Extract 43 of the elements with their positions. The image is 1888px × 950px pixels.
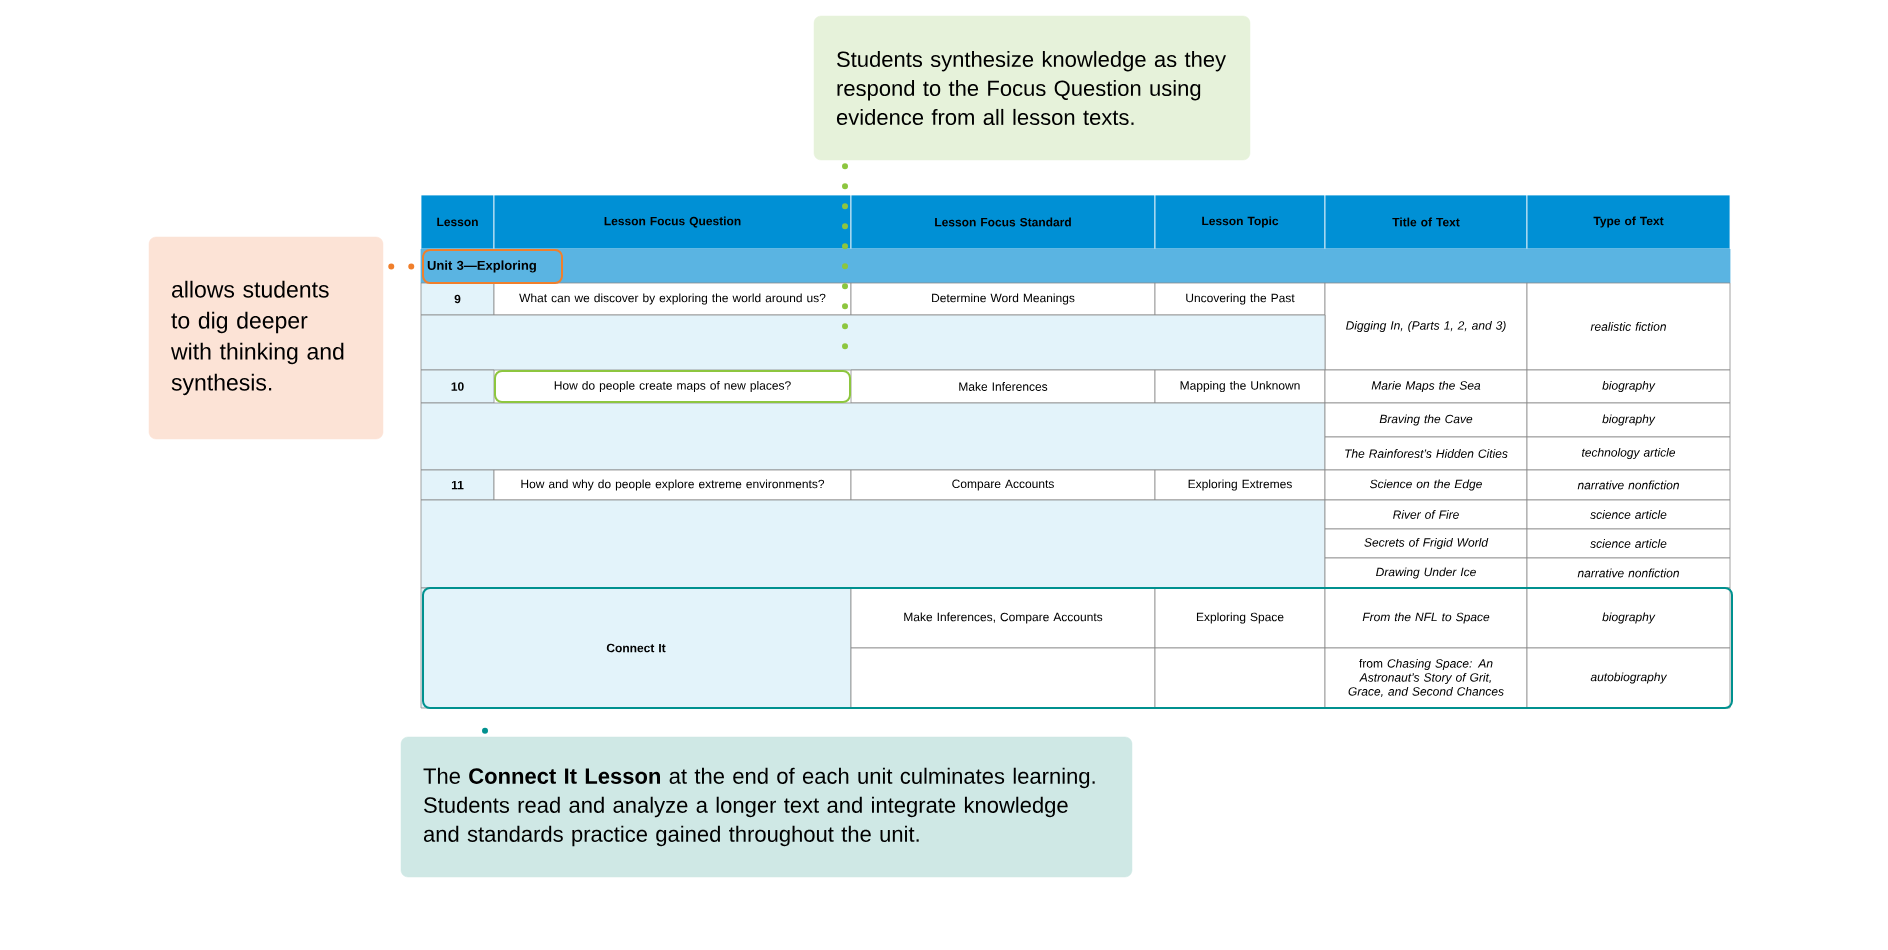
table-cell: narrative nonfiction bbox=[1526, 469, 1731, 501]
table-header-cell: Lesson bbox=[420, 194, 495, 250]
table-header-cell: Title of Text bbox=[1324, 194, 1528, 250]
table-cell: Uncovering the Past bbox=[1154, 282, 1326, 316]
table-cell: River of Fire bbox=[1324, 499, 1528, 530]
table-cell: Exploring Extremes bbox=[1154, 469, 1326, 501]
highlighted-cell: How do people create maps of new places? bbox=[494, 370, 851, 403]
unit-label: Unit 3—Exploring bbox=[422, 249, 563, 284]
table-cell: science article bbox=[1526, 528, 1731, 559]
table-cell: Braving the Cave bbox=[1324, 402, 1528, 438]
table-cell: Make Inferences bbox=[850, 369, 1156, 404]
table-cell: Drawing Under Ice bbox=[1324, 557, 1528, 589]
table-cell: Exploring Space bbox=[1154, 587, 1326, 649]
table-header-cell: Lesson Focus Standard bbox=[850, 194, 1156, 250]
callout-box: Students synthesize knowledge as they respond to the Focus Question using evidence from all lesson texts. bbox=[813, 15, 1251, 161]
table-cell: Marie Maps the Sea bbox=[1324, 369, 1528, 404]
table-cell: 11 bbox=[420, 469, 495, 501]
table-cell: science article bbox=[1526, 499, 1731, 530]
table-cell: Science on the Edge bbox=[1324, 469, 1528, 501]
table-cell: Compare Accounts bbox=[850, 469, 1156, 501]
highlight-outline bbox=[422, 587, 1733, 709]
callout-box: allows students to dig deeper with thinking and synthesis. bbox=[148, 236, 384, 440]
table-cell: technology article bbox=[1526, 436, 1731, 471]
table-cell: narrative nonfiction bbox=[1526, 557, 1731, 589]
table-cell: autobiography bbox=[1526, 647, 1731, 709]
table-cell: From the NFL to Space bbox=[1324, 587, 1528, 649]
table-cell: biography bbox=[1526, 369, 1731, 404]
table-cell: 10 bbox=[420, 369, 495, 404]
table-cell: Mapping the Unknown bbox=[1154, 369, 1326, 404]
table-cell: The Rainforest’s Hidden Cities bbox=[1324, 436, 1528, 471]
table-cell: Secrets of Frigid World bbox=[1324, 528, 1528, 559]
table-cell: biography bbox=[1526, 402, 1731, 438]
table-cell: Determine Word Meanings bbox=[850, 282, 1156, 316]
table-cell: What can we discover by exploring the world around us? bbox=[493, 282, 852, 316]
table-cell: 9 bbox=[420, 282, 495, 316]
table-header-cell: Type of Text bbox=[1526, 194, 1731, 250]
table-cell: from Chasing Space: An Astronaut’s Story of Grit, Grace, and Second Chances bbox=[1324, 647, 1528, 709]
table-header-cell: Lesson Topic bbox=[1154, 194, 1326, 250]
table-cell: How and why do people explore extreme environments? bbox=[493, 469, 852, 501]
table-cell: biography bbox=[1526, 587, 1731, 649]
table-cell: Make Inferences, Compare Accounts bbox=[850, 587, 1156, 649]
table-cell: Connect It bbox=[420, 587, 852, 709]
callout-box: The Connect It Lesson at the end of each unit culminates learning. Students read and analyze a longer text and integrate knowledge and standards practice gained throughout the unit. bbox=[400, 736, 1133, 878]
